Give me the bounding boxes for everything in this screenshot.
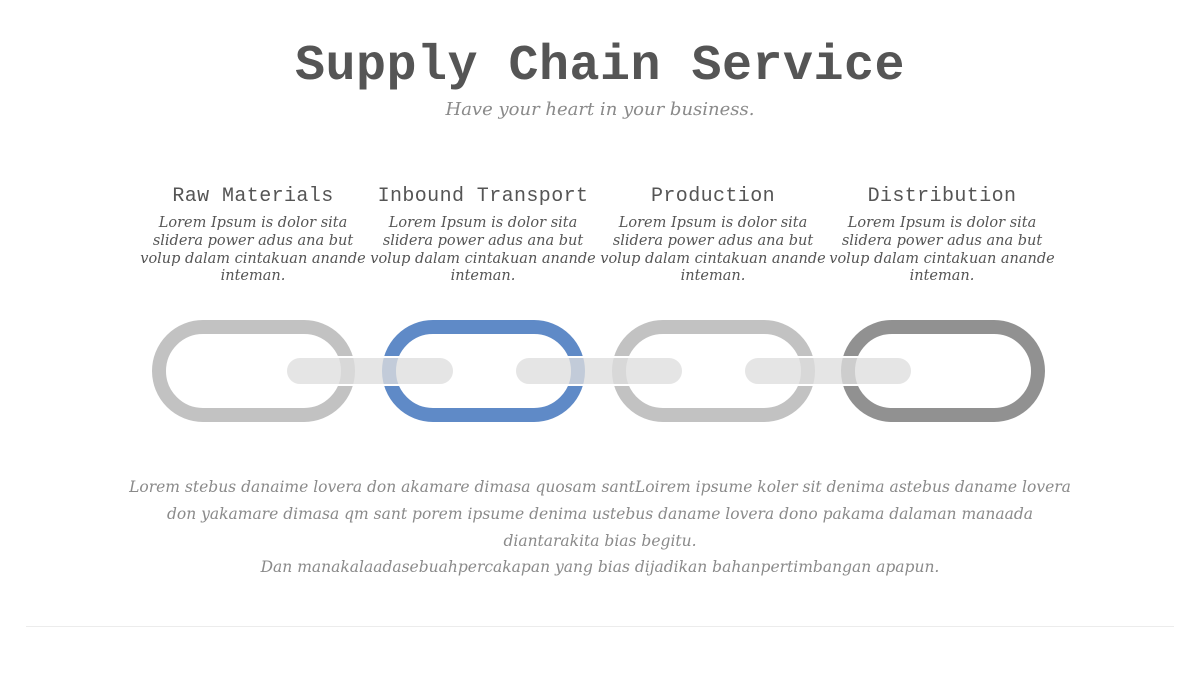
step-production: Production Lorem Ipsum is dolor sita sli… — [598, 184, 828, 286]
step-title: Distribution — [867, 185, 1017, 208]
step-description: Lorem Ipsum is dolor sita slidera power … — [829, 215, 1055, 285]
chain-connector — [743, 356, 913, 386]
divider — [26, 626, 1174, 627]
chain-connector — [514, 356, 684, 386]
step-description: Lorem Ipsum is dolor sita slidera power … — [600, 215, 826, 285]
step-inbound-transport: Inbound Transport Lorem Ipsum is dolor s… — [368, 184, 598, 286]
step-raw-materials: Raw Materials Lorem Ipsum is dolor sita … — [138, 184, 368, 286]
step-description: Lorem Ipsum is dolor sita slidera power … — [370, 215, 596, 285]
page-subtitle: Have your heart in your business. — [445, 99, 755, 120]
step-title: Production — [650, 185, 776, 208]
step-description: Lorem Ipsum is dolor sita slidera power … — [140, 215, 366, 285]
step-title: Inbound Transport — [377, 185, 589, 208]
page-title: Supply Chain Service — [294, 38, 906, 95]
footer-paragraph: Dan manakalaadasebuahpercakapan yang bia… — [260, 558, 940, 577]
footer-paragraph: Lorem stebus danaime lovera don akamare … — [129, 478, 1071, 550]
step-distribution: Distribution Lorem Ipsum is dolor sita s… — [827, 184, 1057, 286]
chain-diagram — [152, 320, 1045, 422]
step-title: Raw Materials — [172, 185, 334, 208]
footer-text: Lorem stebus danaime lovera don akamare … — [120, 474, 1080, 581]
chain-connector — [285, 356, 455, 386]
